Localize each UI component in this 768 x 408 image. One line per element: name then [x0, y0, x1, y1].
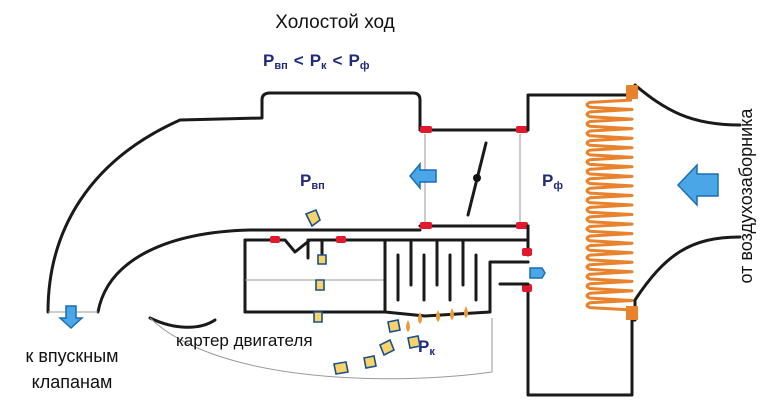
throttle-valve-icon [473, 174, 481, 182]
to-valves-label-line2: клапанам [32, 372, 113, 392]
separator-bottom-wall [243, 260, 530, 318]
gas-particle [378, 338, 396, 357]
gas-particle [304, 208, 321, 228]
less-than-2: < [333, 51, 343, 70]
seal-separator-left [270, 236, 280, 243]
gas-particle [407, 335, 421, 349]
air-filter-coil-icon [585, 98, 634, 312]
gas-particle [315, 279, 325, 291]
gas-particle [317, 254, 327, 265]
pressure-filter-sub: ф [360, 60, 370, 72]
gas-particle [363, 355, 377, 369]
oil-droplet [464, 306, 468, 318]
gas-particle [387, 319, 401, 333]
blue-arrow-icon [409, 161, 437, 191]
oil-droplet [450, 308, 454, 320]
label-p-crankcase: Pк [418, 337, 435, 358]
label-p-filter: Pф [542, 171, 563, 192]
air-filter-housing [526, 83, 742, 397]
from-air-intake-label: от воздухозаборника [736, 108, 756, 284]
seal-port-top [522, 248, 532, 256]
crankcase-wall [148, 316, 217, 329]
breather-port-arrow-icon [529, 267, 546, 279]
seal-separator-right [336, 236, 346, 243]
oil-droplet [406, 320, 410, 332]
diagram-title: Холостой ход [275, 12, 394, 33]
to-valves-label-line1: к впускным [25, 346, 118, 366]
filter-cap-bottom [626, 306, 638, 320]
pressure-intake-sub: вп [274, 60, 287, 72]
pressure-crankcase-symbol: P [310, 51, 321, 70]
crankcase-separator [243, 236, 532, 318]
oil-droplet [436, 310, 440, 322]
pressure-crankcase-sub: к [321, 60, 327, 72]
less-than-1: < [294, 51, 304, 70]
svg-text:Pвп<Pк<Pф: Pвп < Pк < Pф [263, 51, 370, 72]
blowby-gas-particles [304, 208, 468, 375]
pressure-filter-symbol: P [348, 51, 359, 70]
label-p-intake: Pвп [300, 171, 325, 192]
intake-manifold-inner-wall [96, 228, 422, 314]
pressure-intake-symbol: P [263, 51, 274, 70]
filter-coil-path [585, 98, 634, 312]
seal-throttle-bottom-left [420, 222, 432, 229]
pressure-relation: Pвп < Pк < Pф [263, 51, 370, 72]
seal-port-bottom [522, 284, 532, 292]
filter-cap-top [626, 85, 638, 99]
seal-throttle-top-right [516, 126, 528, 133]
oil-droplet [418, 312, 422, 324]
breather-port [498, 260, 530, 286]
intake-air-arrow-icon [676, 163, 719, 207]
intake-manifold-outer-wall [46, 91, 422, 314]
crankcase-bottom-line [149, 317, 493, 380]
crankcase-label: картер двигателя [176, 331, 313, 350]
to-valves-arrow-icon [58, 305, 84, 330]
seal-throttle-top-left [420, 126, 432, 133]
gas-particle [333, 361, 349, 375]
gas-particle [313, 311, 323, 323]
seal-throttle-bottom-right [516, 222, 528, 229]
throttle-body [418, 126, 530, 229]
